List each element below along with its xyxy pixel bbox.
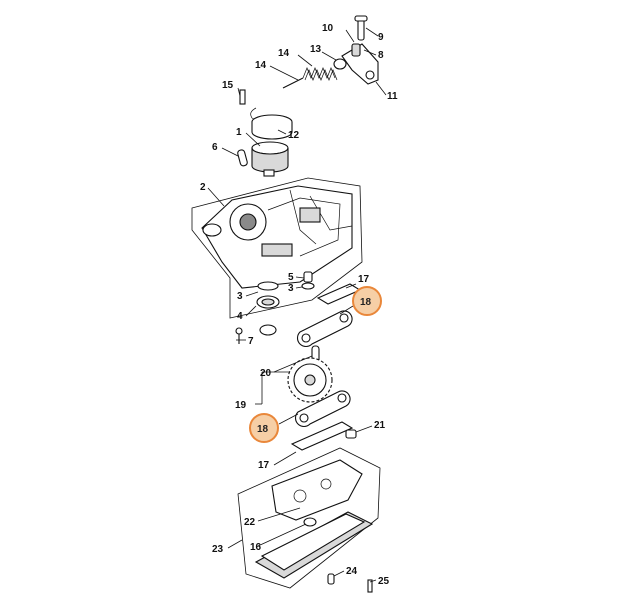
callout-19: 19: [235, 400, 247, 411]
callout-4: 3: [237, 291, 243, 302]
callout-18-lower: 18: [257, 424, 269, 435]
callout-3-upper: 3: [288, 283, 294, 294]
callout-1: 1: [236, 127, 242, 138]
highlight-circle-18-upper: [352, 286, 382, 316]
callout-18-upper: 18: [360, 297, 372, 308]
lever-assembly: [282, 15, 379, 89]
callout-9: 8: [378, 50, 384, 61]
callout-14-lower: 14: [255, 60, 267, 71]
cover-assembly: [237, 447, 381, 593]
small-parts-upper: [235, 271, 315, 344]
callout-17-upper: 17: [358, 274, 370, 285]
callout-20: 20: [260, 368, 272, 379]
lower-plate-and-link: [290, 390, 357, 451]
callout-17-lower: 17: [258, 460, 270, 471]
callout-5: 4: [237, 311, 243, 322]
callout-6: 5: [288, 272, 294, 283]
callout-24: 24: [346, 566, 358, 577]
leader-lines: [207, 27, 387, 583]
callout-8: 7: [248, 336, 254, 347]
highlight-circle-18-lower: [249, 413, 279, 443]
callout-22: 22: [244, 517, 256, 528]
callout-13: 12: [288, 130, 300, 141]
callout-3-lower: 16: [250, 542, 262, 553]
upper-plate-and-link: [296, 283, 362, 348]
callout-16: 15: [222, 80, 234, 91]
drum-assembly: [237, 89, 293, 177]
callout-25: 25: [378, 576, 390, 587]
callout-2: 2: [200, 182, 206, 193]
gear-and-pin: [287, 345, 333, 403]
callout-21: 21: [374, 420, 386, 431]
gear-housing: [191, 177, 363, 319]
callout-12: 10: [322, 23, 334, 34]
callout-15: 14: [278, 48, 290, 59]
callout-23: 23: [212, 544, 224, 555]
callout-14-upper: 13: [310, 44, 322, 55]
callout-7: 6: [212, 142, 218, 153]
callout-11: 11: [387, 91, 398, 102]
callout-10: 9: [378, 32, 384, 43]
